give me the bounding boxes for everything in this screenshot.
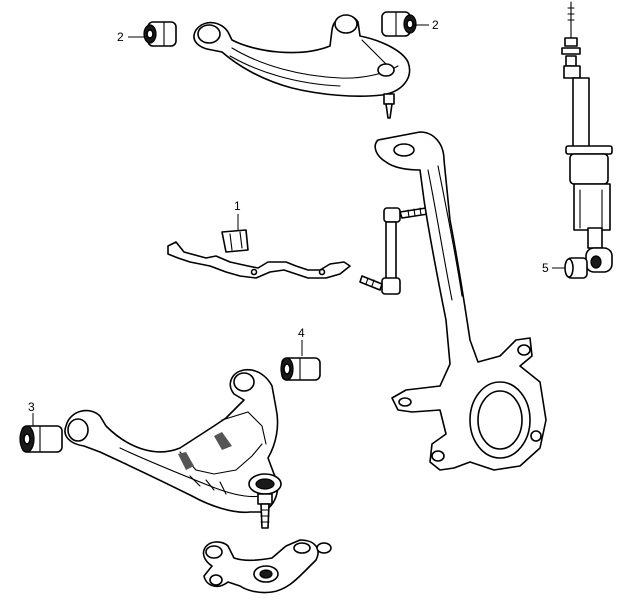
callout-5: 5 [542,261,565,275]
callout-1: 1 [234,199,241,230]
stabilizer-bar[interactable] [167,241,351,279]
lower-control-arm[interactable] [64,368,282,529]
upper-arm-bushing-left[interactable] [143,21,177,47]
knuckle-arm[interactable] [202,539,332,594]
lower-arm-bushing-rear[interactable] [280,357,321,381]
callout-label: 5 [542,261,549,275]
upper-arm-bushing-right[interactable] [381,11,417,37]
shock-absorber[interactable] [561,1,613,273]
callout-label: 3 [28,400,35,414]
lower-arm-bushing-front[interactable] [19,425,63,453]
callout-4: 4 [298,326,305,356]
callout-label: 2 [117,30,124,44]
stabilizer-bushing[interactable] [221,229,249,253]
callout-label: 1 [234,199,241,213]
callout-label: 2 [432,18,439,32]
shock-bushing[interactable] [564,257,588,279]
upper-control-arm[interactable] [193,14,411,119]
callout-label: 4 [298,326,305,340]
callout-2-right: 2 [414,18,439,32]
callout-2-left: 2 [117,30,145,44]
stabilizer-link[interactable] [359,207,429,295]
steering-knuckle[interactable] [374,131,547,471]
callout-3: 3 [28,400,35,426]
